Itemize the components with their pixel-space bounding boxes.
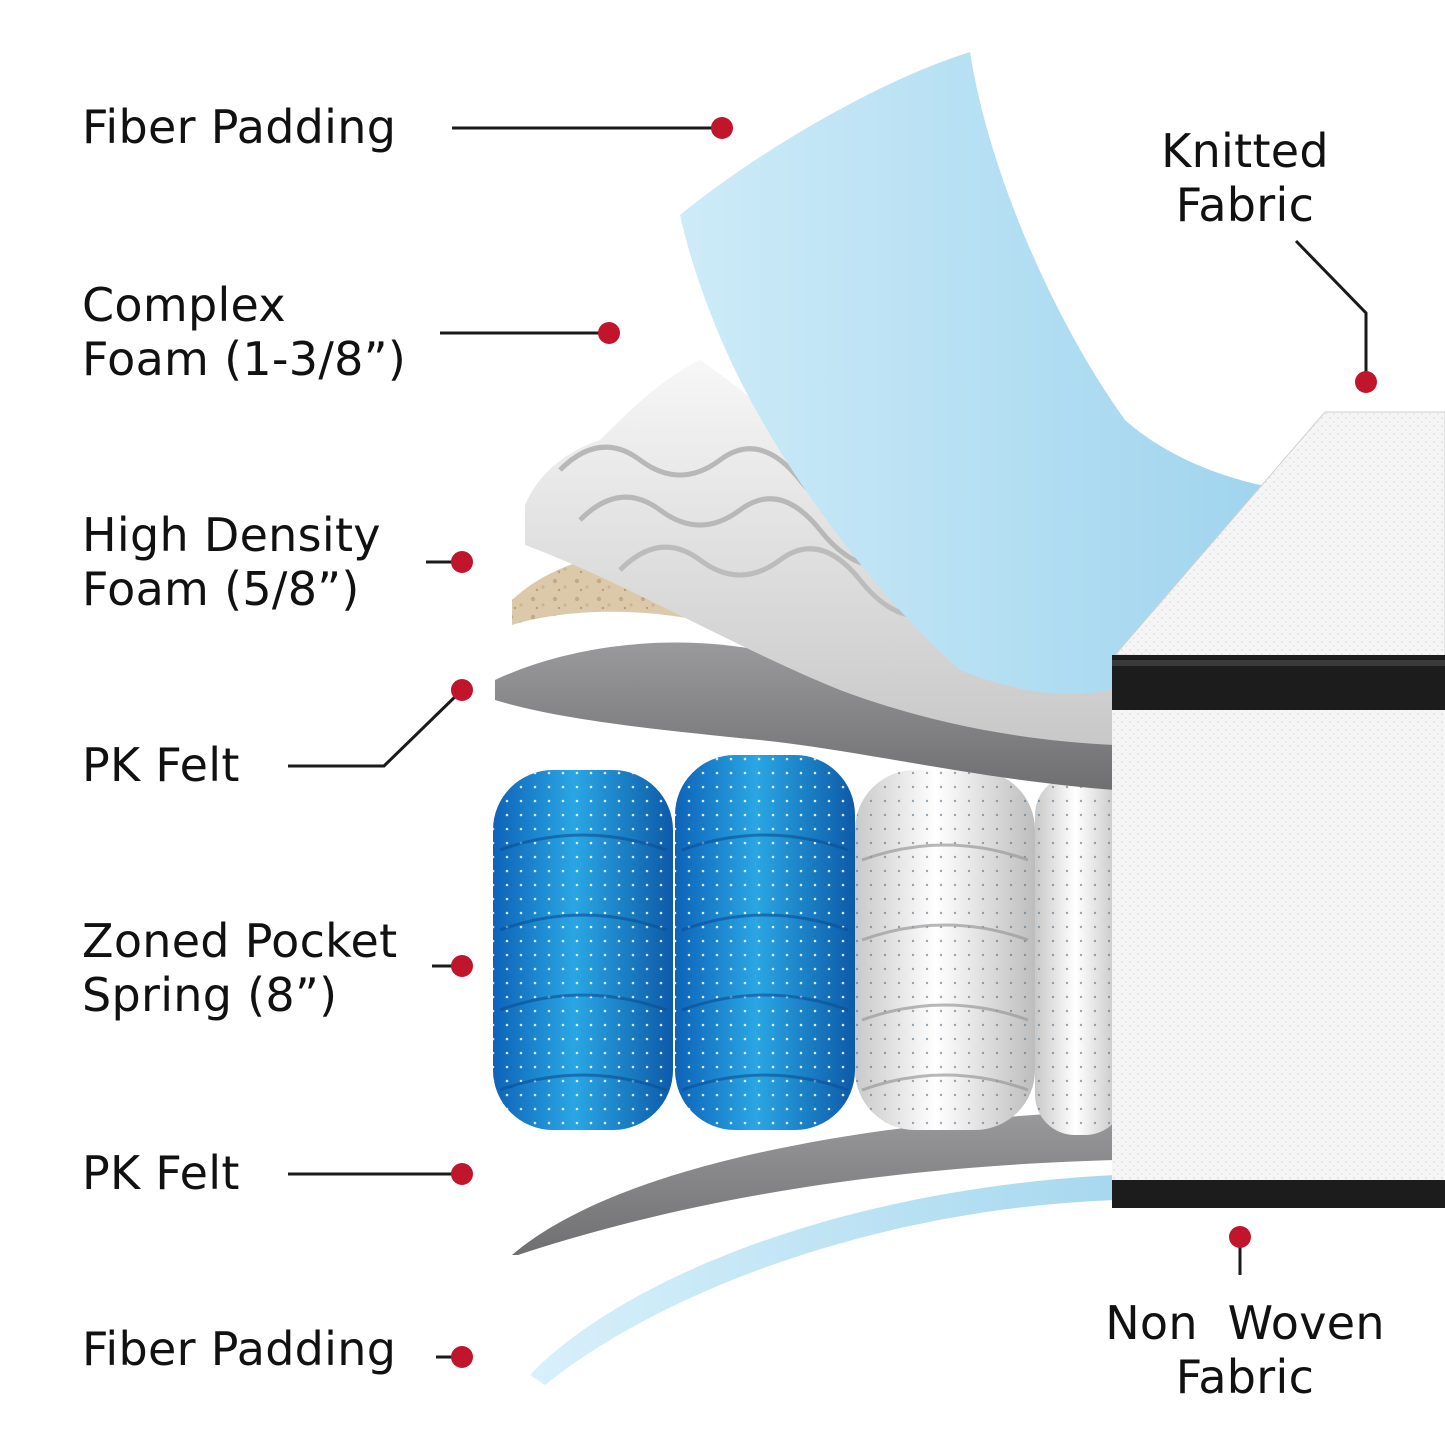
label-line: PK Felt xyxy=(82,1146,240,1200)
label-line: High Density xyxy=(82,508,381,562)
white-pocket-coil xyxy=(1035,775,1125,1135)
marker-pk-felt-top xyxy=(451,679,473,701)
label-line: Fabric xyxy=(1175,1350,1315,1404)
label-pk-felt-top: PK Felt xyxy=(82,738,240,792)
label-knitted-fabric: Knitted Fabric xyxy=(1140,124,1350,232)
label-line: Non Woven xyxy=(1105,1296,1385,1350)
label-pk-felt-bottom: PK Felt xyxy=(82,1146,240,1200)
leader-knitted-fabric xyxy=(1294,239,1368,382)
marker-high-density-foam xyxy=(451,551,473,573)
label-line: PK Felt xyxy=(82,738,240,792)
marker-fiber-padding-bottom xyxy=(451,1346,473,1368)
fiber-padding-bottom-layer xyxy=(530,1175,1115,1385)
pk-felt-top-layer xyxy=(495,642,1115,790)
white-pocket-coil xyxy=(855,770,1035,1130)
non-woven-fabric-band xyxy=(1112,1180,1445,1208)
fiber-padding-top-layer xyxy=(680,52,1275,694)
marker-fiber-padding-top xyxy=(711,117,733,139)
label-line: Foam (5/8”) xyxy=(82,562,360,616)
zoned-pocket-spring-layer xyxy=(493,755,1125,1135)
marker-complex-foam xyxy=(598,322,620,344)
label-line: Complex xyxy=(82,278,286,332)
marker-non-woven-fabric xyxy=(1229,1226,1251,1248)
label-line: Spring (8”) xyxy=(82,968,338,1022)
label-zoned-pocket-spring: Zoned Pocket Spring (8”) xyxy=(82,914,397,1022)
label-line: Zoned Pocket xyxy=(82,914,398,968)
marker-pk-felt-bottom xyxy=(451,1163,473,1185)
blue-pocket-coil xyxy=(675,755,855,1130)
leader-pk-felt-top xyxy=(288,688,464,768)
label-line: Fiber Padding xyxy=(82,1322,397,1376)
label-line: Fabric xyxy=(1175,178,1315,232)
label-line: Fiber Padding xyxy=(82,100,397,154)
label-high-density-foam: High Density Foam (5/8”) xyxy=(82,508,381,616)
label-line: Foam (1-3/8”) xyxy=(82,332,407,386)
label-line: Knitted xyxy=(1161,124,1329,178)
marker-zoned-pocket-spring xyxy=(451,955,473,977)
knitted-fabric-side-panel xyxy=(1112,710,1445,1180)
label-fiber-padding-top: Fiber Padding xyxy=(82,100,396,154)
label-fiber-padding-bottom: Fiber Padding xyxy=(82,1322,396,1376)
blue-pocket-coil xyxy=(493,770,673,1130)
marker-knitted-fabric xyxy=(1355,371,1377,393)
pk-felt-bottom-layer xyxy=(512,1110,1115,1255)
label-complex-foam: Complex Foam (1-3/8”) xyxy=(82,278,406,386)
label-non-woven-fabric: Non Woven Fabric xyxy=(1085,1296,1405,1404)
